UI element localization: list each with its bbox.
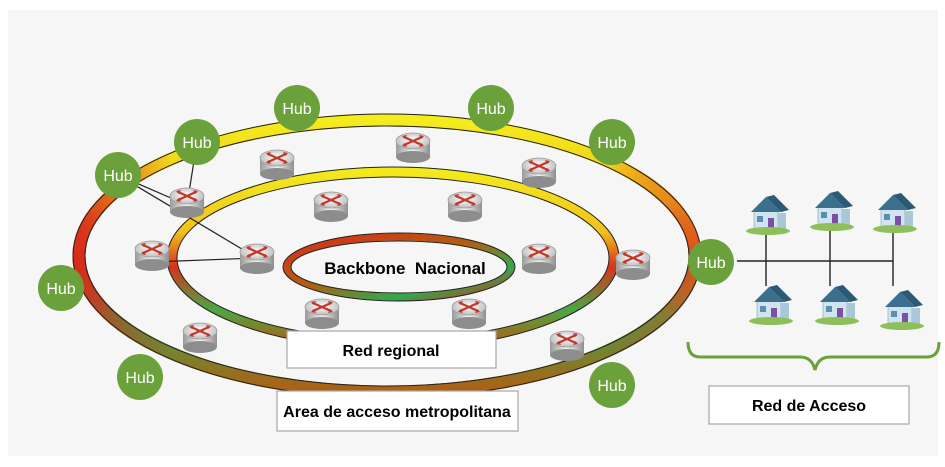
- router: [394, 131, 432, 165]
- svg-text:Hub: Hub: [282, 101, 311, 118]
- router: [312, 190, 350, 224]
- backbone-ring: [282, 232, 516, 302]
- hub-node: Hub: [38, 265, 84, 311]
- access-label-box: Red de Acceso: [708, 385, 910, 425]
- hub-node: Hub: [274, 85, 320, 131]
- access-network-links: [737, 226, 894, 286]
- access-label: Red de Acceso: [752, 398, 866, 415]
- metro-label: Area de acceso metropolitana: [283, 404, 511, 421]
- svg-text:Hub: Hub: [597, 135, 626, 152]
- router: [181, 321, 219, 355]
- hub-node: Hub: [589, 119, 635, 165]
- router: [548, 329, 586, 363]
- hub-node: Hub: [117, 354, 163, 400]
- hub-node: Hub: [589, 362, 635, 408]
- router: [258, 148, 296, 182]
- hubs: Hub Hub Hub Hub Hub Hub Hub Hub: [38, 85, 734, 408]
- router: [520, 242, 558, 276]
- router: [446, 190, 484, 224]
- access-bracket: [686, 341, 941, 371]
- router: [520, 156, 558, 190]
- router: [303, 297, 341, 331]
- svg-text:Hub: Hub: [46, 281, 75, 298]
- router: [450, 297, 488, 331]
- router: [614, 248, 652, 282]
- svg-text:Hub: Hub: [125, 370, 154, 387]
- svg-text:Hub: Hub: [476, 101, 505, 118]
- hub-node: Hub: [468, 85, 514, 131]
- metro-label-box: Area de acceso metropolitana: [276, 390, 519, 432]
- svg-text:Hub: Hub: [597, 378, 626, 395]
- hub-node: Hub: [95, 152, 141, 198]
- backbone-label: Backbone Nacional: [324, 259, 486, 278]
- svg-text:Hub: Hub: [182, 135, 211, 152]
- router: [238, 242, 276, 276]
- router: [168, 186, 206, 220]
- hub-node: Hub: [688, 239, 734, 285]
- regional-label: Red regional: [343, 343, 440, 360]
- svg-text:Hub: Hub: [103, 168, 132, 185]
- hub-node: Hub: [174, 119, 220, 165]
- router: [133, 239, 171, 273]
- svg-text:Hub: Hub: [696, 255, 725, 272]
- regional-label-box: Red regional: [286, 330, 497, 369]
